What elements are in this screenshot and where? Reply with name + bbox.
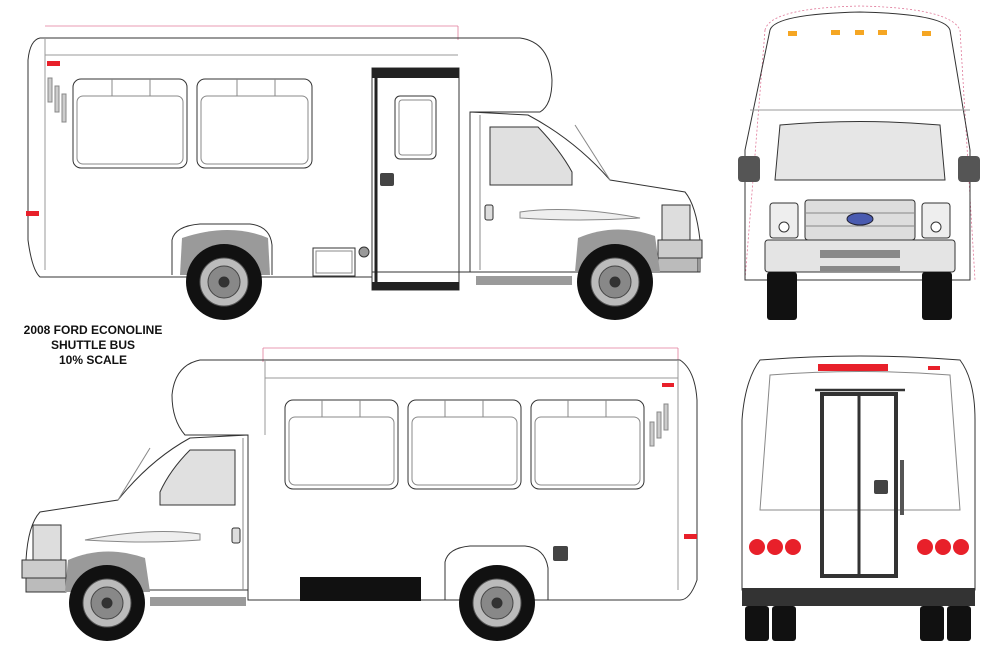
bumper: [21, 559, 67, 579]
front-view: [738, 5, 980, 320]
front-tire: [922, 272, 952, 320]
rear-view: [741, 355, 976, 641]
side-window: [72, 78, 188, 169]
caption-type: SHUTTLE BUS: [51, 338, 135, 352]
front-body: [744, 11, 971, 281]
marker-light-icon: [928, 366, 940, 370]
marker-light-icon: [922, 31, 931, 36]
right-side-view: [26, 25, 703, 320]
wheel-icon: [459, 565, 535, 641]
marker-light-icon: [831, 30, 840, 35]
headlight: [769, 202, 799, 239]
mirror-icon: [738, 156, 760, 182]
brake-light-icon: [818, 364, 888, 371]
marker-light-icon: [684, 534, 697, 539]
rear-tire: [920, 606, 944, 641]
ford-logo-icon: [846, 212, 874, 226]
access-panel: [312, 247, 356, 277]
box-body: [27, 37, 553, 278]
rear-tire: [947, 606, 971, 641]
side-window: [196, 78, 313, 169]
cab: [25, 434, 249, 591]
cab-window: [489, 126, 573, 186]
rear-tire: [745, 606, 769, 641]
scale-caption: 2008 FORD ECONOLINE SHUTTLE BUS 10% SCAL…: [18, 323, 168, 368]
caption-model: 2008 FORD ECONOLINE: [23, 323, 163, 337]
box-body: [171, 359, 698, 601]
rear-body: [741, 355, 976, 591]
marker-light-icon: [47, 61, 60, 66]
marker-light-icon: [878, 30, 887, 35]
caption-scale: 10% SCALE: [58, 353, 128, 367]
rear-tire: [772, 606, 796, 641]
rear-bumper: [742, 588, 975, 606]
marker-light-icon: [662, 383, 674, 387]
fuel-door-icon: [553, 546, 568, 561]
left-side-view: [21, 347, 698, 641]
wheel-icon: [69, 565, 145, 641]
side-window: [284, 399, 399, 490]
door-handle-icon: [380, 173, 394, 186]
door-handle-icon: [874, 480, 888, 494]
cab-window: [159, 449, 236, 506]
tail-light-icon: [749, 539, 801, 555]
side-window: [407, 399, 522, 490]
wheel-icon: [577, 244, 653, 320]
headlight: [661, 204, 691, 241]
marker-light-icon: [855, 30, 864, 35]
tail-light-icon: [917, 539, 969, 555]
headlight: [921, 202, 951, 239]
wheel-icon: [186, 244, 262, 320]
side-window: [530, 399, 645, 490]
headlight: [32, 524, 62, 561]
front-tire: [767, 272, 797, 320]
marker-light-icon: [26, 211, 39, 216]
bumper: [657, 239, 703, 259]
side-step: [300, 577, 421, 601]
windshield: [774, 121, 946, 181]
mirror-icon: [958, 156, 980, 182]
marker-light-icon: [788, 31, 797, 36]
